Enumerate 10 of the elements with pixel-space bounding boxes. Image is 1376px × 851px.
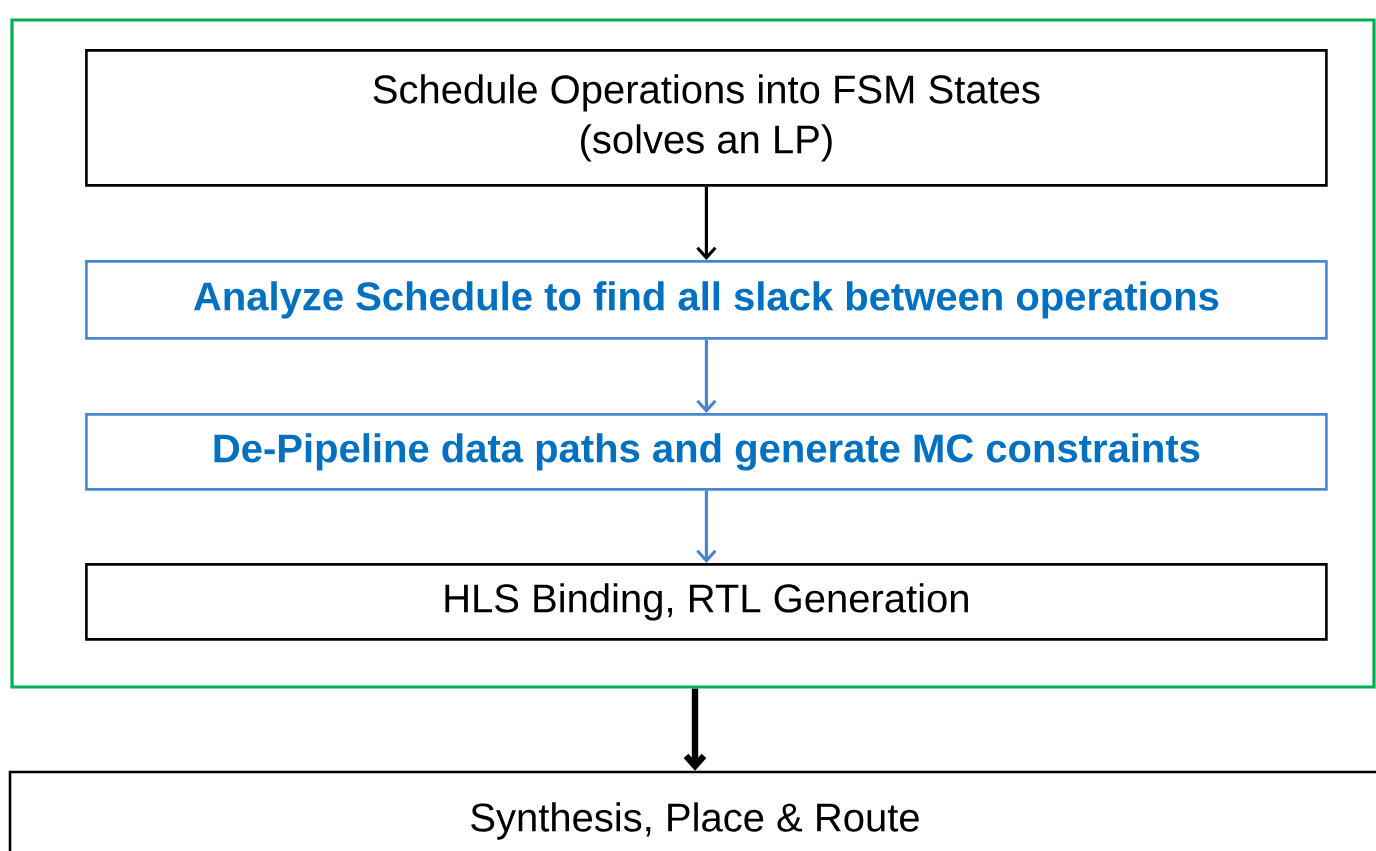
arrow [696, 339, 717, 414]
process-box: Synthesis, Place & Route [8, 770, 1376, 851]
process-box: Analyze Schedule to find all slack between operations [85, 260, 1328, 340]
process-box: Schedule Operations into FSM States (solves an LP) [85, 49, 1328, 187]
arrow [683, 688, 707, 771]
arrow [696, 186, 717, 261]
process-box: De-Pipeline data paths and generate MC constraints [85, 413, 1328, 491]
arrow [696, 490, 717, 564]
container-box [10, 18, 1376, 689]
process-box: HLS Binding, RTL Generation [85, 563, 1328, 641]
